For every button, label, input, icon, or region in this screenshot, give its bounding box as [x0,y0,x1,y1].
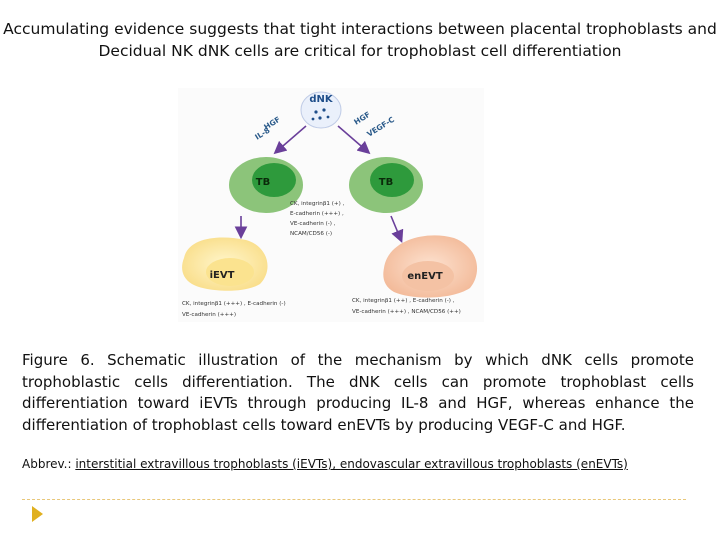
arrow-tb-to-envt [390,215,404,243]
envt-label: enEVT [407,271,442,282]
ievt-label: iEVT [210,270,235,281]
tb-right-nucleus [370,163,414,197]
envt-marker-1: CK, integrinβ1 (++) , E-cadherin (-) , [352,298,455,304]
title-line-1: Accumulating evidence suggests that tigh… [3,20,717,38]
tb-left-label: TB [256,177,270,188]
tb-left-nucleus [252,163,296,197]
envt-nucleus [402,261,454,291]
ievt-marker-2: VE-cadherin (+++) [182,312,236,318]
ievt-marker-1: CK, integrinβ1 (+++) , E-cadherin (-) [182,301,286,307]
abbreviations: Abbrev.: interstitial extravillous troph… [22,456,628,472]
figure-caption: Figure 6. Schematic illustration of the … [22,351,694,434]
ievt-markers: CK, integrinβ1 (+++) , E-cadherin (-) VE… [182,301,286,318]
footer-divider [22,499,686,500]
tb-marker-2: E-cadherin (+++) , [290,211,344,217]
tb-marker-1: CK, integrinβ1 (+) , [290,201,345,207]
slide-title: Accumulating evidence suggests that tigh… [0,18,720,62]
title-line-2: Decidual NK dNK cells are critical for t… [98,42,622,60]
mechanism-diagram: dNK HGF IL-8 HGF VEGF-C TB TB CK, integr… [178,88,484,322]
tb-marker-3: VE-cadherin (-) , [290,221,336,227]
arrow-dnk-to-tb-right [337,125,371,155]
dnk-granules [311,108,330,121]
play-arrow-icon [32,506,43,522]
dnk-cell [300,91,342,129]
mechanism-figure: dNK HGF IL-8 HGF VEGF-C TB TB CK, integr… [178,88,484,322]
arrow-dnk-to-tb-left [273,125,307,155]
abbrev-text: interstitial extravillous trophoblasts (… [75,457,628,471]
ievt-nucleus [206,258,254,286]
tb-marker-4: NCAM/CD56 (-) [290,231,332,237]
dnk-label: dNK [309,94,334,105]
tb-right-label: TB [379,177,393,188]
tb-markers: CK, integrinβ1 (+) , E-cadherin (+++) , … [290,201,345,237]
envt-markers: CK, integrinβ1 (++) , E-cadherin (-) , V… [352,298,461,315]
abbrev-prefix: Abbrev.: [22,457,76,471]
envt-marker-2: VE-cadherin (+++) , NCAM/CD56 (++) [352,309,461,315]
